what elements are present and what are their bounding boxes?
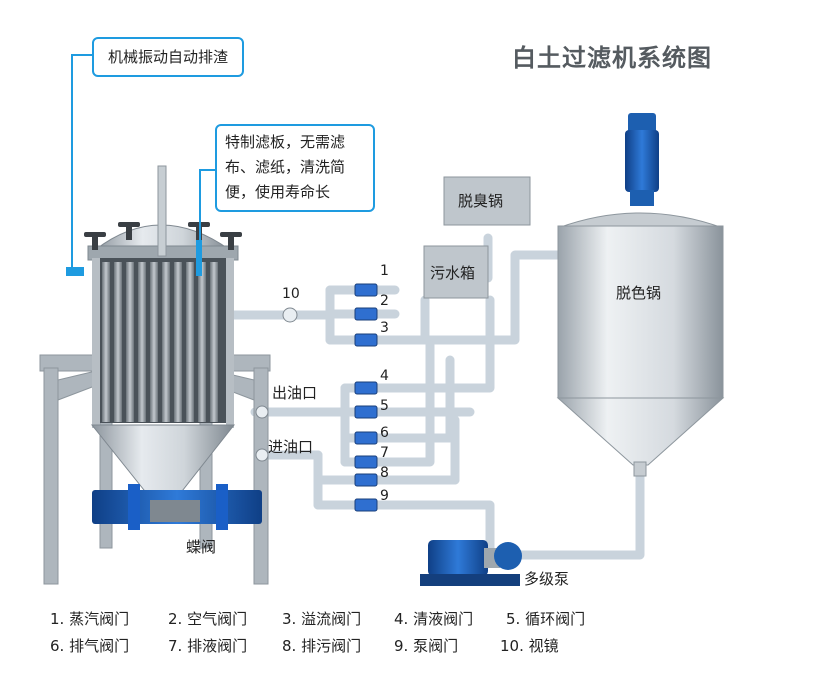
label-waste-tank: 污水箱	[430, 264, 476, 282]
butterfly-valve	[92, 484, 262, 530]
legend-item-2: 2. 空气阀门	[168, 610, 248, 628]
callout-plate-line-2: 布、滤纸，清洗简	[225, 158, 346, 176]
legend-item-9: 9. 泵阀门	[394, 637, 459, 655]
decolor-pot-tank	[556, 113, 725, 477]
valve-number-6: 6	[380, 425, 389, 441]
deodor-pot-box	[443, 176, 531, 226]
valve-number-7: 7	[380, 445, 389, 461]
legend-item-8: 8. 排污阀门	[282, 637, 362, 655]
callout-plate-line-1: 特制滤板，无需滤	[225, 133, 346, 151]
valve-number-1: 1	[380, 263, 389, 279]
label-butterfly-valve: 蝶阀	[186, 538, 217, 556]
label-deodor-pot: 脱臭锅	[458, 192, 504, 210]
legend-item-5: 5. 循环阀门	[506, 610, 586, 628]
label-decolor-pot: 脱色锅	[616, 284, 662, 302]
leaf-filter-vessel	[66, 165, 242, 501]
valve-number-3: 3	[380, 320, 389, 336]
diagram-title: 白土过滤机系统图	[512, 44, 712, 72]
waste-tank-box	[423, 245, 489, 299]
valve-number-2: 2	[380, 293, 389, 309]
valve-number-8: 8	[380, 465, 389, 481]
callout-filter-plate: 特制滤板，无需滤 布、滤纸，清洗简 便，使用寿命长	[215, 124, 375, 212]
legend-item-10: 10. 视镜	[500, 637, 559, 655]
legend-item-4: 4. 清液阀门	[394, 610, 474, 628]
legend-item-1: 1. 蒸汽阀门	[50, 610, 130, 628]
filter-plates	[102, 262, 218, 422]
valve-number-10: 10	[282, 286, 300, 302]
valve-set	[255, 283, 378, 512]
valve-number-4: 4	[380, 368, 389, 384]
callout-vibration: 机械振动自动排渣	[92, 37, 244, 77]
legend-item-6: 6. 排气阀门	[50, 637, 130, 655]
label-oil-outlet: 出油口	[272, 384, 318, 402]
valve-number-9: 9	[380, 488, 389, 504]
callout-plate-line-3: 便，使用寿命长	[225, 183, 331, 201]
label-pump: 多级泵	[524, 570, 570, 588]
label-oil-inlet: 进油口	[268, 438, 314, 456]
legend-item-3: 3. 溢流阀门	[282, 610, 362, 628]
legend-item-7: 7. 排液阀门	[168, 637, 248, 655]
valve-number-5: 5	[380, 398, 389, 414]
callout-leaders	[71, 54, 215, 268]
multistage-pump	[420, 540, 522, 586]
